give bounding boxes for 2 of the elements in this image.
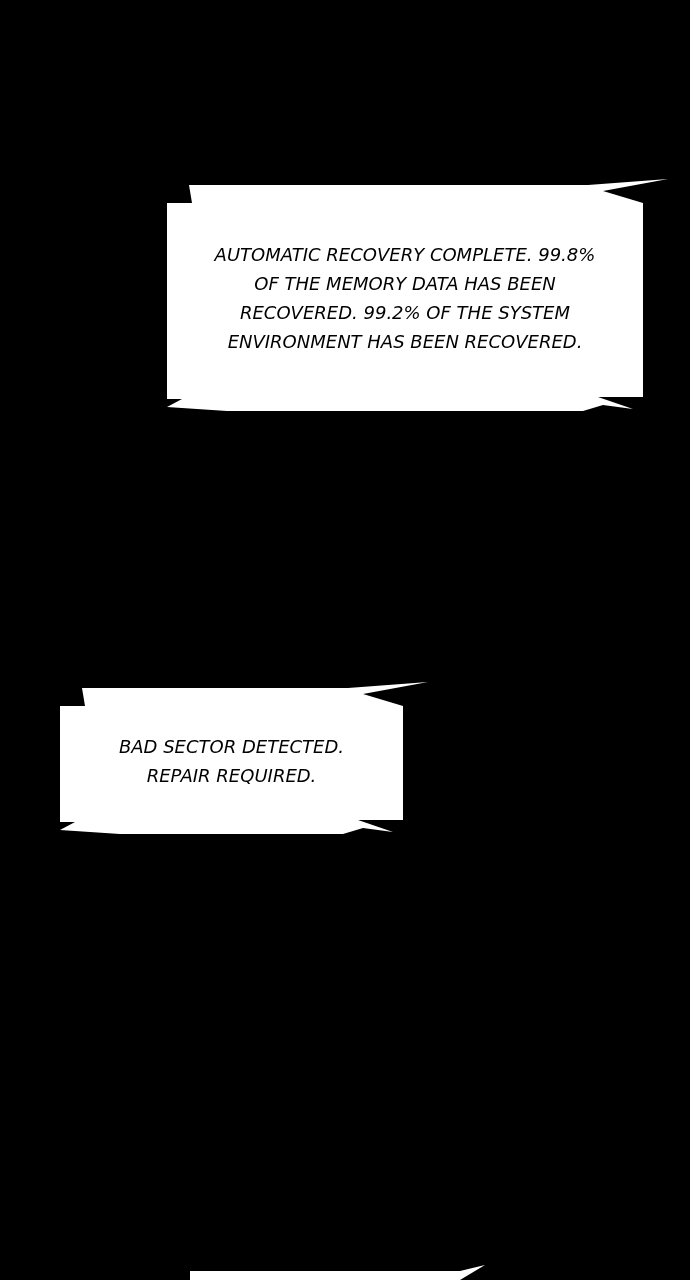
caption-text: AUTOMATIC RECOVERY COMPLETE. 99.8% OF THE MEMORY DATA HAS BEEN RECOVERED. 99.2% OF THE SYSTEM ENVIRONMENT HAS BEEN RECOVERED. [212, 243, 597, 354]
caption-text: BAD SECTOR DETECTED. REPAIR REQUIRED. [117, 735, 346, 788]
